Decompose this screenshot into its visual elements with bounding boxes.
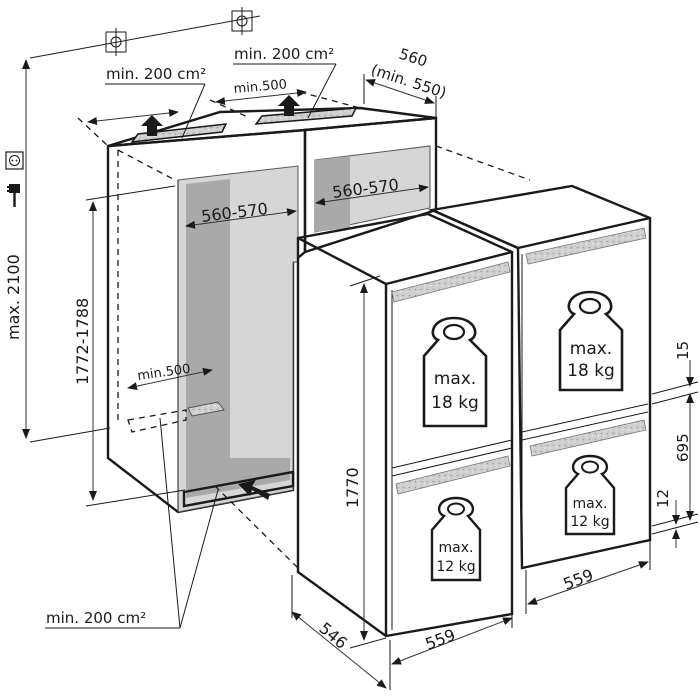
weight-line2: 12 kg [436, 559, 475, 575]
door-height-label: 695 [674, 433, 692, 462]
appliance-right-width-dimension [525, 540, 651, 614]
niche-cabinet [106, 128, 307, 514]
appliance-right-width-label: 559 [561, 565, 596, 594]
weight-line1: max. [573, 496, 608, 512]
door-handle [525, 227, 647, 265]
total-height-label: max. 2100 [4, 254, 23, 340]
depth-label-line2: (min. 550) [369, 61, 449, 102]
appliance-depth-label: 546 [315, 619, 351, 653]
door-gap-bottom-label: 12 [654, 489, 672, 508]
weight-icon: max. 12 kg [430, 496, 482, 582]
total-height-dimension [22, 59, 111, 443]
top-vent-right-callout [233, 63, 337, 119]
niche-top [77, 91, 531, 181]
niche-width-dimension-right [315, 184, 429, 206]
niche-height-dimension [85, 185, 186, 507]
door-handle [529, 419, 647, 457]
door-handle [395, 455, 511, 495]
weight-icon: max. 18 kg [422, 316, 488, 428]
plinth-vent [182, 470, 295, 508]
door-gap-top-label: 15 [674, 341, 692, 360]
weight-line2: 12 kg [570, 514, 609, 530]
bottom-vent-grille [187, 401, 225, 417]
power-plug-icon [7, 184, 20, 207]
niche-width-dimension-left [185, 208, 297, 229]
top-vent-gap-dimension-left [87, 109, 179, 125]
appliance-depth-dimension [291, 575, 387, 689]
airflow-arrow-icon [278, 95, 300, 116]
water-connection-icon [105, 28, 127, 56]
bottom-vent-gap-dimension [127, 367, 213, 391]
weight-line1: max. [434, 369, 476, 389]
power-socket-icon [5, 151, 24, 170]
weight-icon: max. 12 kg [564, 454, 616, 536]
weight-line1: max. [439, 540, 474, 556]
top-vent-left-label: min. 200 cm² [106, 65, 206, 83]
weight-line2: 18 kg [431, 393, 479, 413]
appliance-left-width-dimension [389, 612, 513, 690]
weight-icon: max. 18 kg [558, 290, 624, 392]
airflow-arrow-icon [238, 480, 270, 500]
top-vent-right-label: min. 200 cm² [234, 45, 334, 63]
niche-height-label: 1772-1788 [73, 298, 92, 385]
weight-line1: max. [570, 339, 612, 359]
top-vent-gap-dimension [215, 89, 307, 105]
water-connection-line [29, 15, 261, 59]
bottom-vent-label: min. 200 cm² [46, 609, 146, 627]
bottom-vent-callout [45, 417, 301, 629]
depth-dimension [363, 74, 437, 128]
door-dimensions [651, 360, 699, 548]
top-vent-gap-label: min.500 [233, 77, 288, 97]
airflow-arrow-icon [141, 115, 163, 136]
appliance-height-dimension [349, 275, 387, 649]
weight-line2: 18 kg [567, 361, 615, 381]
depth-label-line1: 560 [397, 45, 430, 71]
bottom-vent-gap-label: min.500 [136, 362, 191, 384]
bottom-vent-outline [127, 409, 187, 433]
top-vent-left-callout [105, 83, 206, 139]
appliance-height-label: 1770 [343, 467, 362, 508]
door-handle [391, 261, 511, 303]
water-connection-icon [231, 7, 253, 35]
